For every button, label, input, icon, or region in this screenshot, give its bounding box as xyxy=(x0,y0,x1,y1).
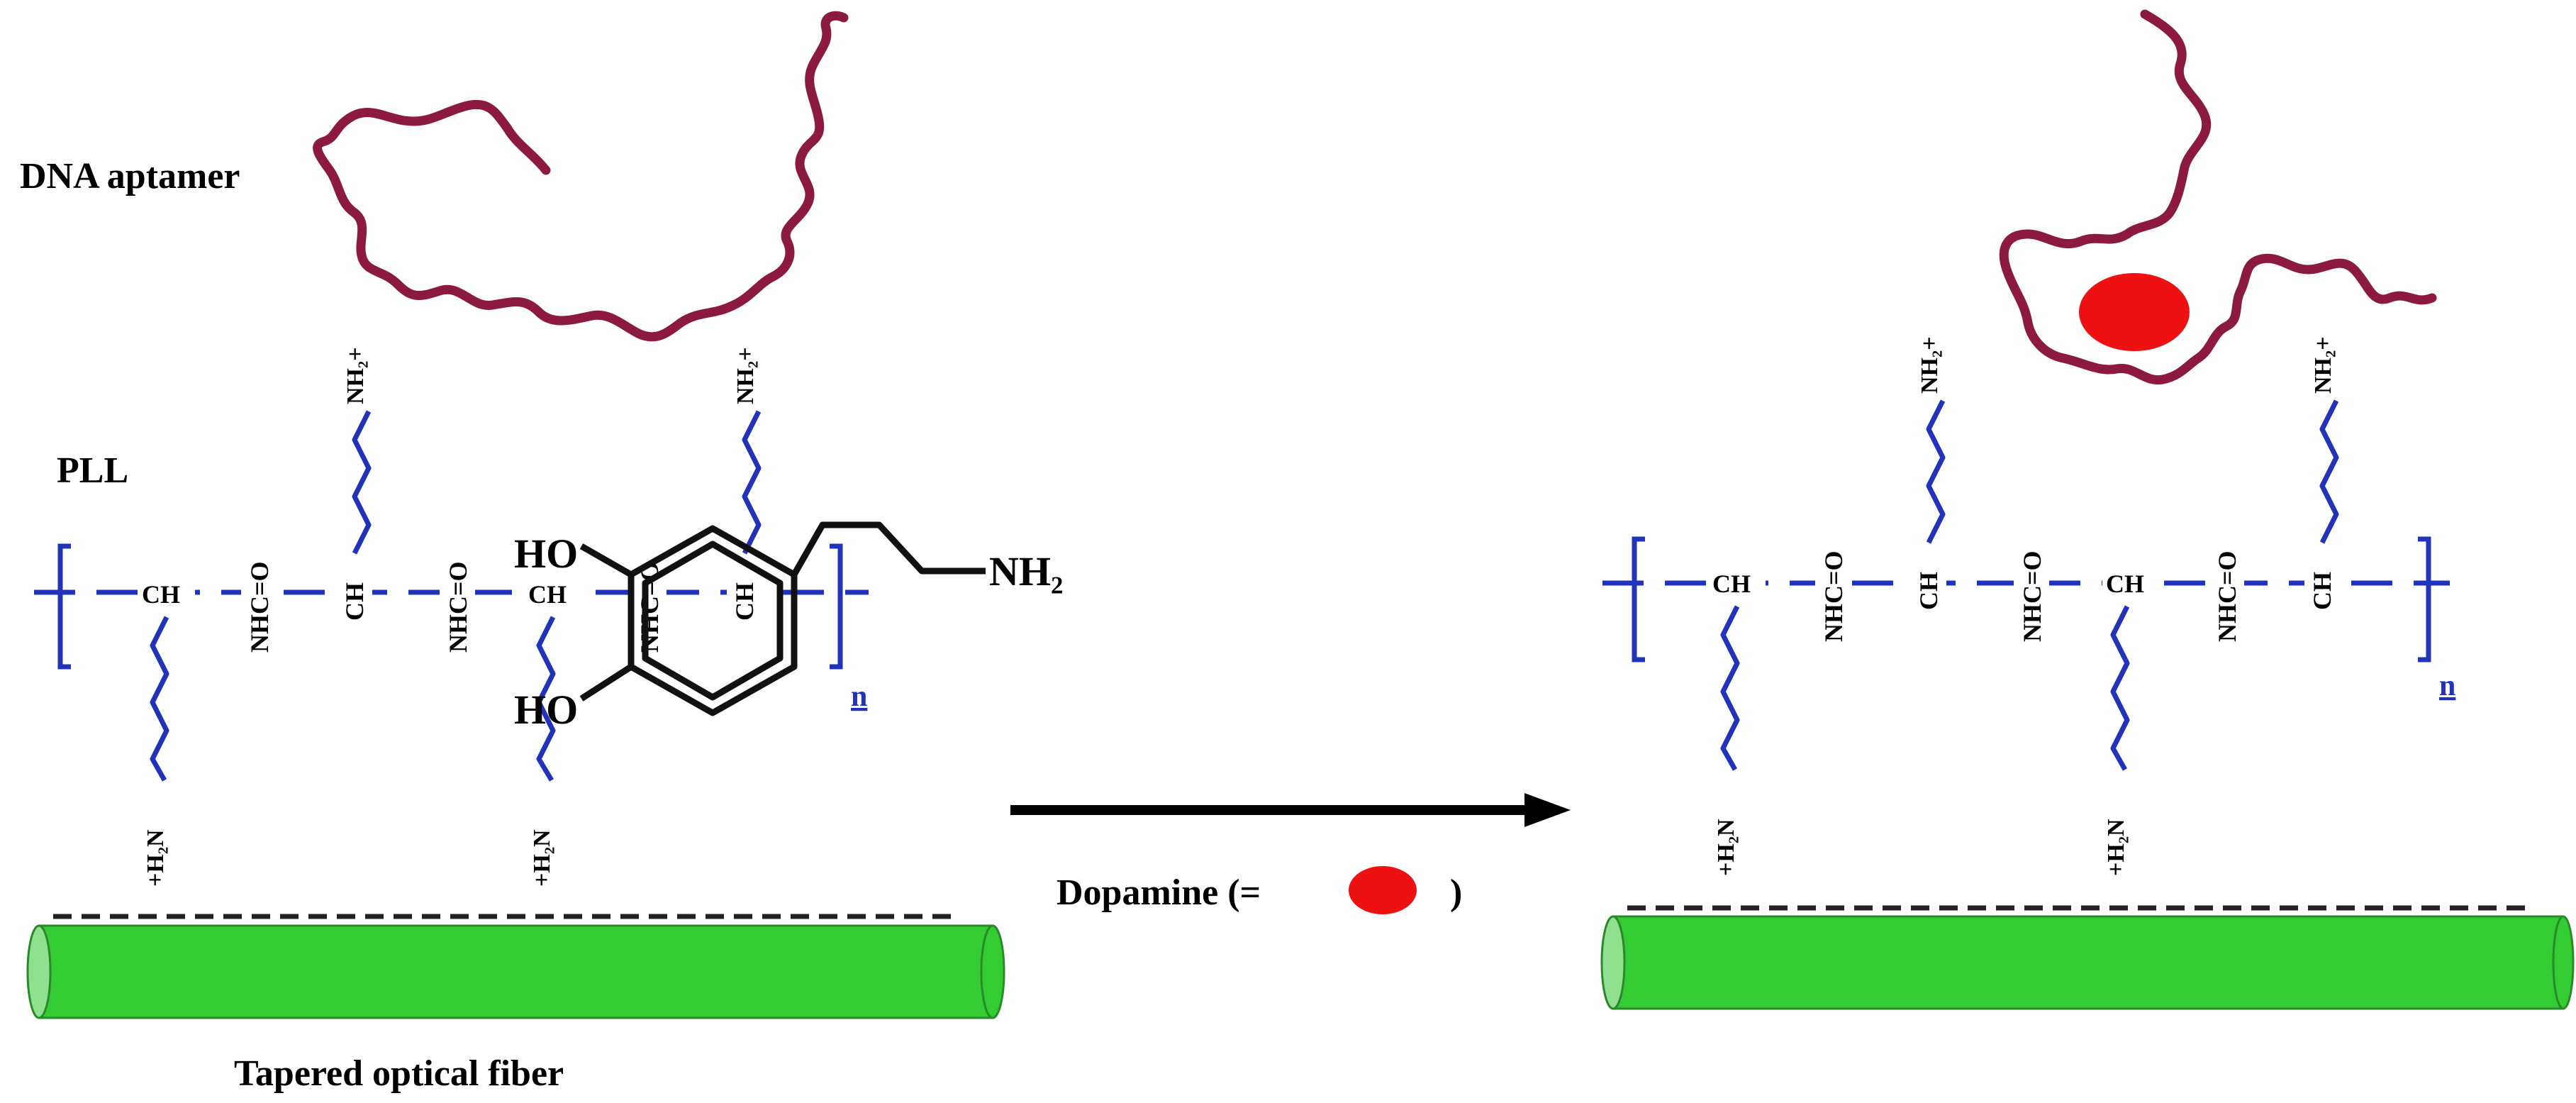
reaction-arrow xyxy=(1010,793,1571,827)
right-nhco-3: NHC=O xyxy=(2213,550,2241,642)
right-panel: n CH CH NHC=O CH NHC=O NHC=O CH NH₂+ NH₂… xyxy=(1600,9,2575,1010)
right-bracket-open xyxy=(1632,536,1645,663)
fiber-label: Tapered optical fiber xyxy=(234,1053,564,1094)
pll-label: PLL xyxy=(57,450,128,491)
left-sidechain-down-1 xyxy=(150,616,169,782)
right-sidechain-up-1 xyxy=(1926,399,1946,544)
left-plush2n-1: +H₂N xyxy=(143,829,169,887)
left-ch-3: CH xyxy=(730,582,759,621)
right-ch-1: CH xyxy=(1712,570,1751,598)
right-ch-2: CH xyxy=(1914,572,1943,610)
right-repeat-n: n xyxy=(2439,670,2455,702)
dna-aptamer-label: DNA aptamer xyxy=(20,156,240,196)
dopamine-legend-symbol xyxy=(1349,866,1417,914)
dopamine-label-close: ) xyxy=(1450,872,1462,913)
dna-aptamer-bound-strand xyxy=(1999,9,2437,385)
left-plush2n-2: +H₂N xyxy=(529,829,555,887)
left-bracket-close xyxy=(830,543,843,670)
left-ch-1: CH xyxy=(142,580,180,609)
left-ch-2: CH xyxy=(340,582,369,621)
bound-dopamine-molecule xyxy=(2079,273,2190,351)
ho-upper: HO xyxy=(514,531,578,577)
right-sidechain-down-1 xyxy=(1720,605,1740,771)
right-ch-4: CH xyxy=(2106,570,2144,598)
right-nh2plus-2: NH₂+ xyxy=(2310,336,2336,394)
right-plush2n-2: +H₂N xyxy=(2103,819,2129,876)
dopamine-label: Dopamine (= xyxy=(1056,872,1261,913)
left-repeat-n: n xyxy=(851,680,867,713)
left-optical-fiber xyxy=(26,924,1005,1019)
right-ch-3: CH xyxy=(2308,572,2336,610)
right-bracket-close xyxy=(2418,536,2431,663)
left-nh2plus-1: NH₂+ xyxy=(342,347,369,404)
left-sidechain-up-1 xyxy=(352,410,372,555)
right-sidechain-down-2 xyxy=(2110,605,2130,771)
left-sidechain-down-2 xyxy=(536,616,556,782)
nh2-terminal: NH₂ xyxy=(989,548,1063,594)
right-nhco-1: NHC=O xyxy=(1819,550,1848,642)
dna-aptamer-strand xyxy=(313,11,849,342)
left-nhco-2: NHC=O xyxy=(444,561,472,653)
left-panel: DNA aptamer PLL n CH CH NHC=O CH NHC=O N… xyxy=(20,11,1005,1094)
left-bracket-open xyxy=(57,543,71,670)
right-plush2n-1: +H₂N xyxy=(1713,819,1739,876)
left-sidechain-up-2 xyxy=(742,410,762,555)
left-nh2plus-2: NH₂+ xyxy=(732,347,759,404)
ho-lower: HO xyxy=(514,687,578,733)
ethylamine-chain xyxy=(791,521,986,577)
right-nhco-2: NHC=O xyxy=(2018,550,2046,642)
right-nh2plus-1: NH₂+ xyxy=(1917,336,1943,394)
left-nhco-1: NHC=O xyxy=(245,561,274,653)
right-sidechain-up-2 xyxy=(2319,399,2339,544)
right-optical-fiber xyxy=(1600,915,2575,1010)
benzene-inner-ring xyxy=(642,541,784,701)
dopamine-structure: HO HO NH₂ xyxy=(514,521,1063,733)
left-ch-4: CH xyxy=(528,580,567,609)
